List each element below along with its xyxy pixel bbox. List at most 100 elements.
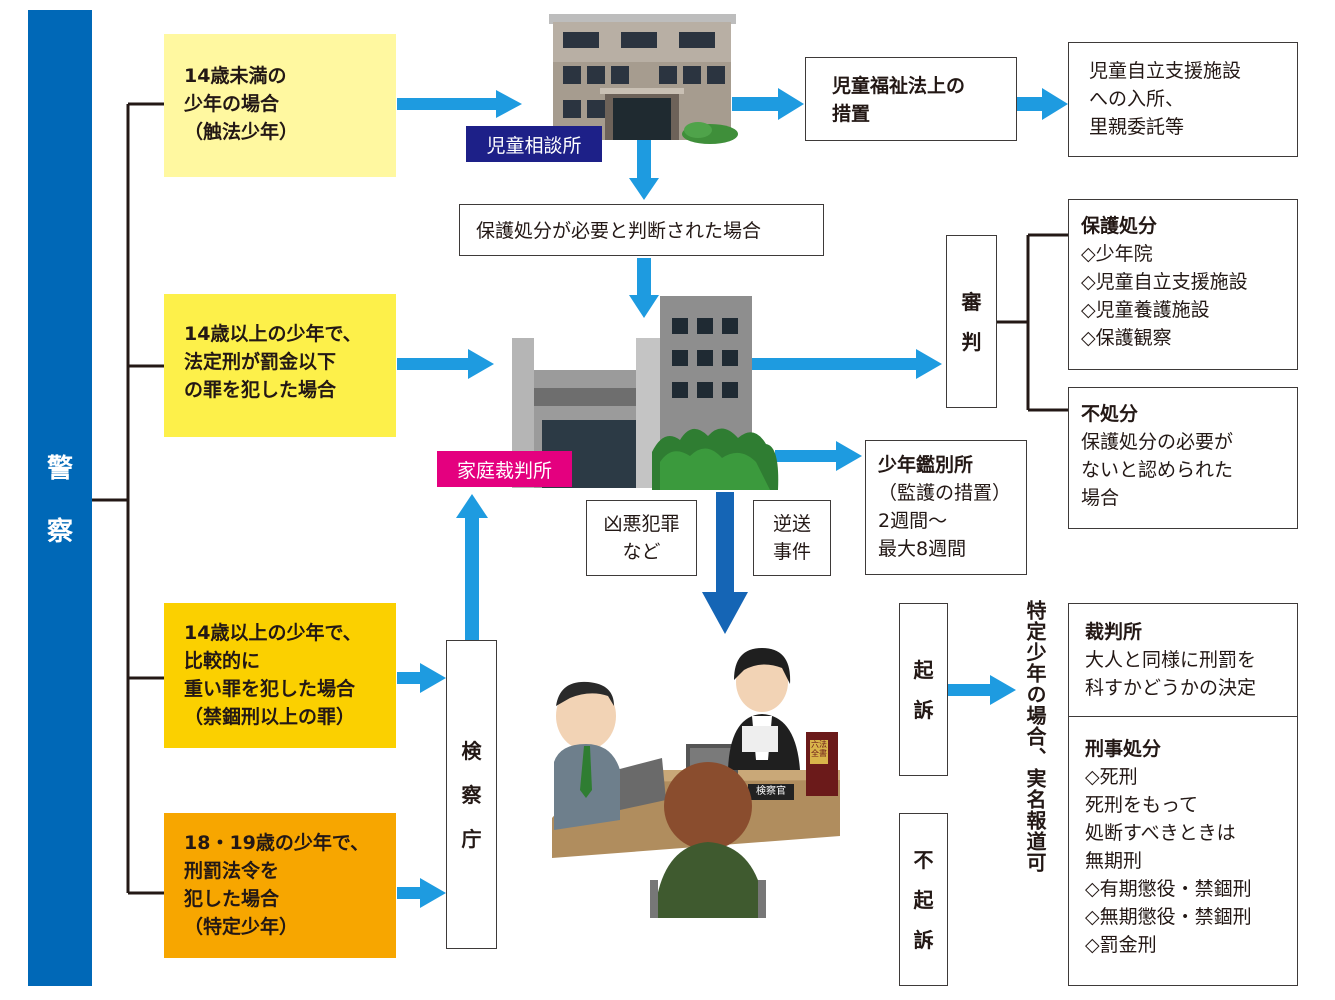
child-center-building [549, 14, 738, 144]
trial-bracket [997, 233, 1068, 412]
criminal-line-3: 処断すべきときは [1085, 822, 1236, 844]
prosecutor-nameplate-text: 検察官 [756, 786, 786, 797]
indictment-char-2: 訴 [913, 697, 934, 722]
classification-home-title: 少年鑑別所 [878, 454, 974, 476]
police-char-1: 警 [46, 454, 73, 484]
category-serious-line-4: （禁錮刑以上の罪） [184, 706, 356, 728]
reverse-transfer-box: 逆送 事件 [753, 500, 831, 576]
category-fine-line-1: 14歳以上の少年で、 [184, 323, 362, 345]
welfare-result-box: 児童自立支援施設 への入所、 里親委託等 [1068, 42, 1298, 157]
welfare-result-line-2: への入所、 [1089, 88, 1185, 110]
category-under-14-line-1: 14歳未満の [184, 65, 287, 87]
classification-home-line-3: 最大8週間 [878, 538, 967, 560]
category-specific-youth: 18・19歳の少年で、 刑罰法令を 犯した場合 （特定少年） [164, 813, 396, 958]
non-indictment-char-2: 起 [913, 887, 934, 912]
specific-youth-note: 特定少年の場合、実名報道可 [1023, 600, 1047, 873]
welfare-line-2: 措置 [832, 103, 871, 125]
non-indictment-char-3: 訴 [913, 927, 934, 952]
prosecutors-char-3: 庁 [461, 826, 482, 851]
welfare-line-1: 児童福祉法上の [832, 75, 966, 97]
arrow-cat1 [397, 90, 522, 118]
prosecutors-char-1: 検 [461, 738, 482, 763]
arrow-down-transfer [702, 492, 748, 634]
welfare-result-line-1: 児童自立支援施設 [1089, 60, 1242, 82]
category-under-14-line-3: （触法少年） [184, 121, 299, 143]
protective-item-1: ◇少年院 [1081, 243, 1153, 265]
protective-item-4: ◇保護観察 [1081, 327, 1172, 349]
protective-measures-title: 保護処分 [1081, 215, 1158, 237]
arrow-indictment [948, 675, 1016, 705]
arrows [397, 88, 1068, 908]
classification-home-line-2: 2週間〜 [878, 510, 948, 532]
welfare-result-line-3: 里親委託等 [1089, 116, 1185, 138]
category-serious-offense: 14歳以上の少年で、 比較的に 重い罪を犯した場合 （禁錮刑以上の罪） [164, 603, 396, 748]
criminal-line-1: ◇死刑 [1085, 766, 1138, 788]
police-bracket [92, 102, 164, 895]
protective-item-2: ◇児童自立支援施設 [1081, 271, 1248, 293]
police-column: 警 察 [28, 10, 92, 986]
classification-home-box: 少年鑑別所 （監護の措置） 2週間〜 最大8週間 [865, 440, 1027, 575]
category-specific-line-1: 18・19歳の少年で、 [184, 832, 370, 854]
prosecutors-char-2: 察 [461, 782, 482, 807]
arrow-down-1 [629, 140, 659, 200]
category-specific-line-4: （特定少年） [184, 916, 299, 938]
law-book-text: 六法全書 [811, 740, 827, 758]
non-indictment-box: 不 起 訴 [899, 813, 948, 986]
criminal-line-6: ◇無期懲役・禁錮刑 [1085, 906, 1252, 928]
trial-box: 審 判 [946, 235, 997, 408]
arrow-cat2 [397, 349, 494, 379]
indictment-char-1: 起 [913, 657, 934, 682]
trial-char-2: 判 [961, 329, 982, 354]
court-title: 裁判所 [1085, 621, 1143, 643]
court-line-1: 大人と同様に刑罰を [1085, 649, 1257, 671]
arrow-down-2 [629, 258, 659, 318]
category-specific-line-3: 犯した場合 [184, 888, 280, 910]
criminal-disposition-title: 刑事処分 [1085, 738, 1162, 760]
no-disposition-title: 不処分 [1081, 403, 1139, 425]
criminal-line-7: ◇罰金刑 [1085, 934, 1157, 956]
criminal-line-4: 無期刑 [1085, 850, 1143, 872]
reverse-transfer-line-2: 事件 [772, 541, 811, 563]
arrow-welfare [732, 88, 804, 120]
arrow-cat4 [397, 878, 446, 908]
reverse-transfer-line-1: 逆送 [772, 513, 811, 535]
arrow-up-prosecutor [456, 494, 488, 640]
non-indictment-char-1: 不 [913, 847, 934, 872]
protective-measures-box: 保護処分 ◇少年院 ◇児童自立支援施設 ◇児童養護施設 ◇保護観察 [1068, 199, 1298, 370]
category-serious-line-1: 14歳以上の少年で、 [184, 622, 362, 644]
family-court-label: 家庭裁判所 [437, 451, 572, 487]
category-under-14-line-2: 少年の場合 [184, 93, 280, 115]
indictment-box: 起 訴 [899, 603, 948, 776]
arrow-welfare-result [1016, 88, 1068, 120]
criminal-disposition-box: 刑事処分 ◇死刑 死刑をもって 処断すべきときは 無期刑 ◇有期懲役・禁錮刑 ◇… [1068, 716, 1298, 986]
no-disposition-line-2: ないと認められた [1081, 459, 1234, 481]
category-fine-offense: 14歳以上の少年で、 法定刑が罰金以下 の罪を犯した場合 [164, 294, 396, 437]
child-center-label: 児童相談所 [466, 126, 602, 162]
welfare-measure-box: 児童福祉法上の 措置 [805, 57, 1017, 141]
serious-crime-line-1: 凶悪犯罪 [603, 513, 680, 535]
classification-home-line-1: （監護の措置） [878, 482, 1012, 504]
category-fine-line-2: 法定刑が罰金以下 [184, 351, 337, 373]
criminal-line-5: ◇有期懲役・禁錮刑 [1085, 878, 1252, 900]
court-line-2: 科すかどうかの決定 [1085, 677, 1257, 699]
police-char-2: 察 [46, 517, 73, 547]
trial-char-1: 審 [961, 289, 982, 314]
protection-needed-box: 保護処分が必要と判断された場合 [459, 204, 824, 256]
no-disposition-box: 不処分 保護処分の必要が ないと認められた 場合 [1068, 387, 1298, 529]
serious-crime-line-2: など [622, 541, 661, 563]
protective-item-3: ◇児童養護施設 [1081, 299, 1210, 321]
court-box: 裁判所 大人と同様に刑罰を 科すかどうかの決定 [1068, 603, 1298, 717]
arrow-classification [775, 441, 862, 471]
criminal-line-2: 死刑をもって [1085, 794, 1199, 816]
arrow-cat3 [397, 663, 446, 693]
prosecutors-office-box: 検 察 庁 [446, 640, 497, 949]
category-serious-line-3: 重い罪を犯した場合 [184, 678, 356, 700]
no-disposition-line-1: 保護処分の必要が [1081, 431, 1234, 453]
category-under-14: 14歳未満の 少年の場合 （触法少年） [164, 34, 396, 177]
category-serious-line-2: 比較的に [184, 650, 261, 672]
prosecution-scene [552, 648, 840, 918]
no-disposition-line-3: 場合 [1081, 487, 1120, 509]
arrow-trial [752, 349, 942, 379]
serious-crime-box: 凶悪犯罪 など [586, 500, 697, 576]
